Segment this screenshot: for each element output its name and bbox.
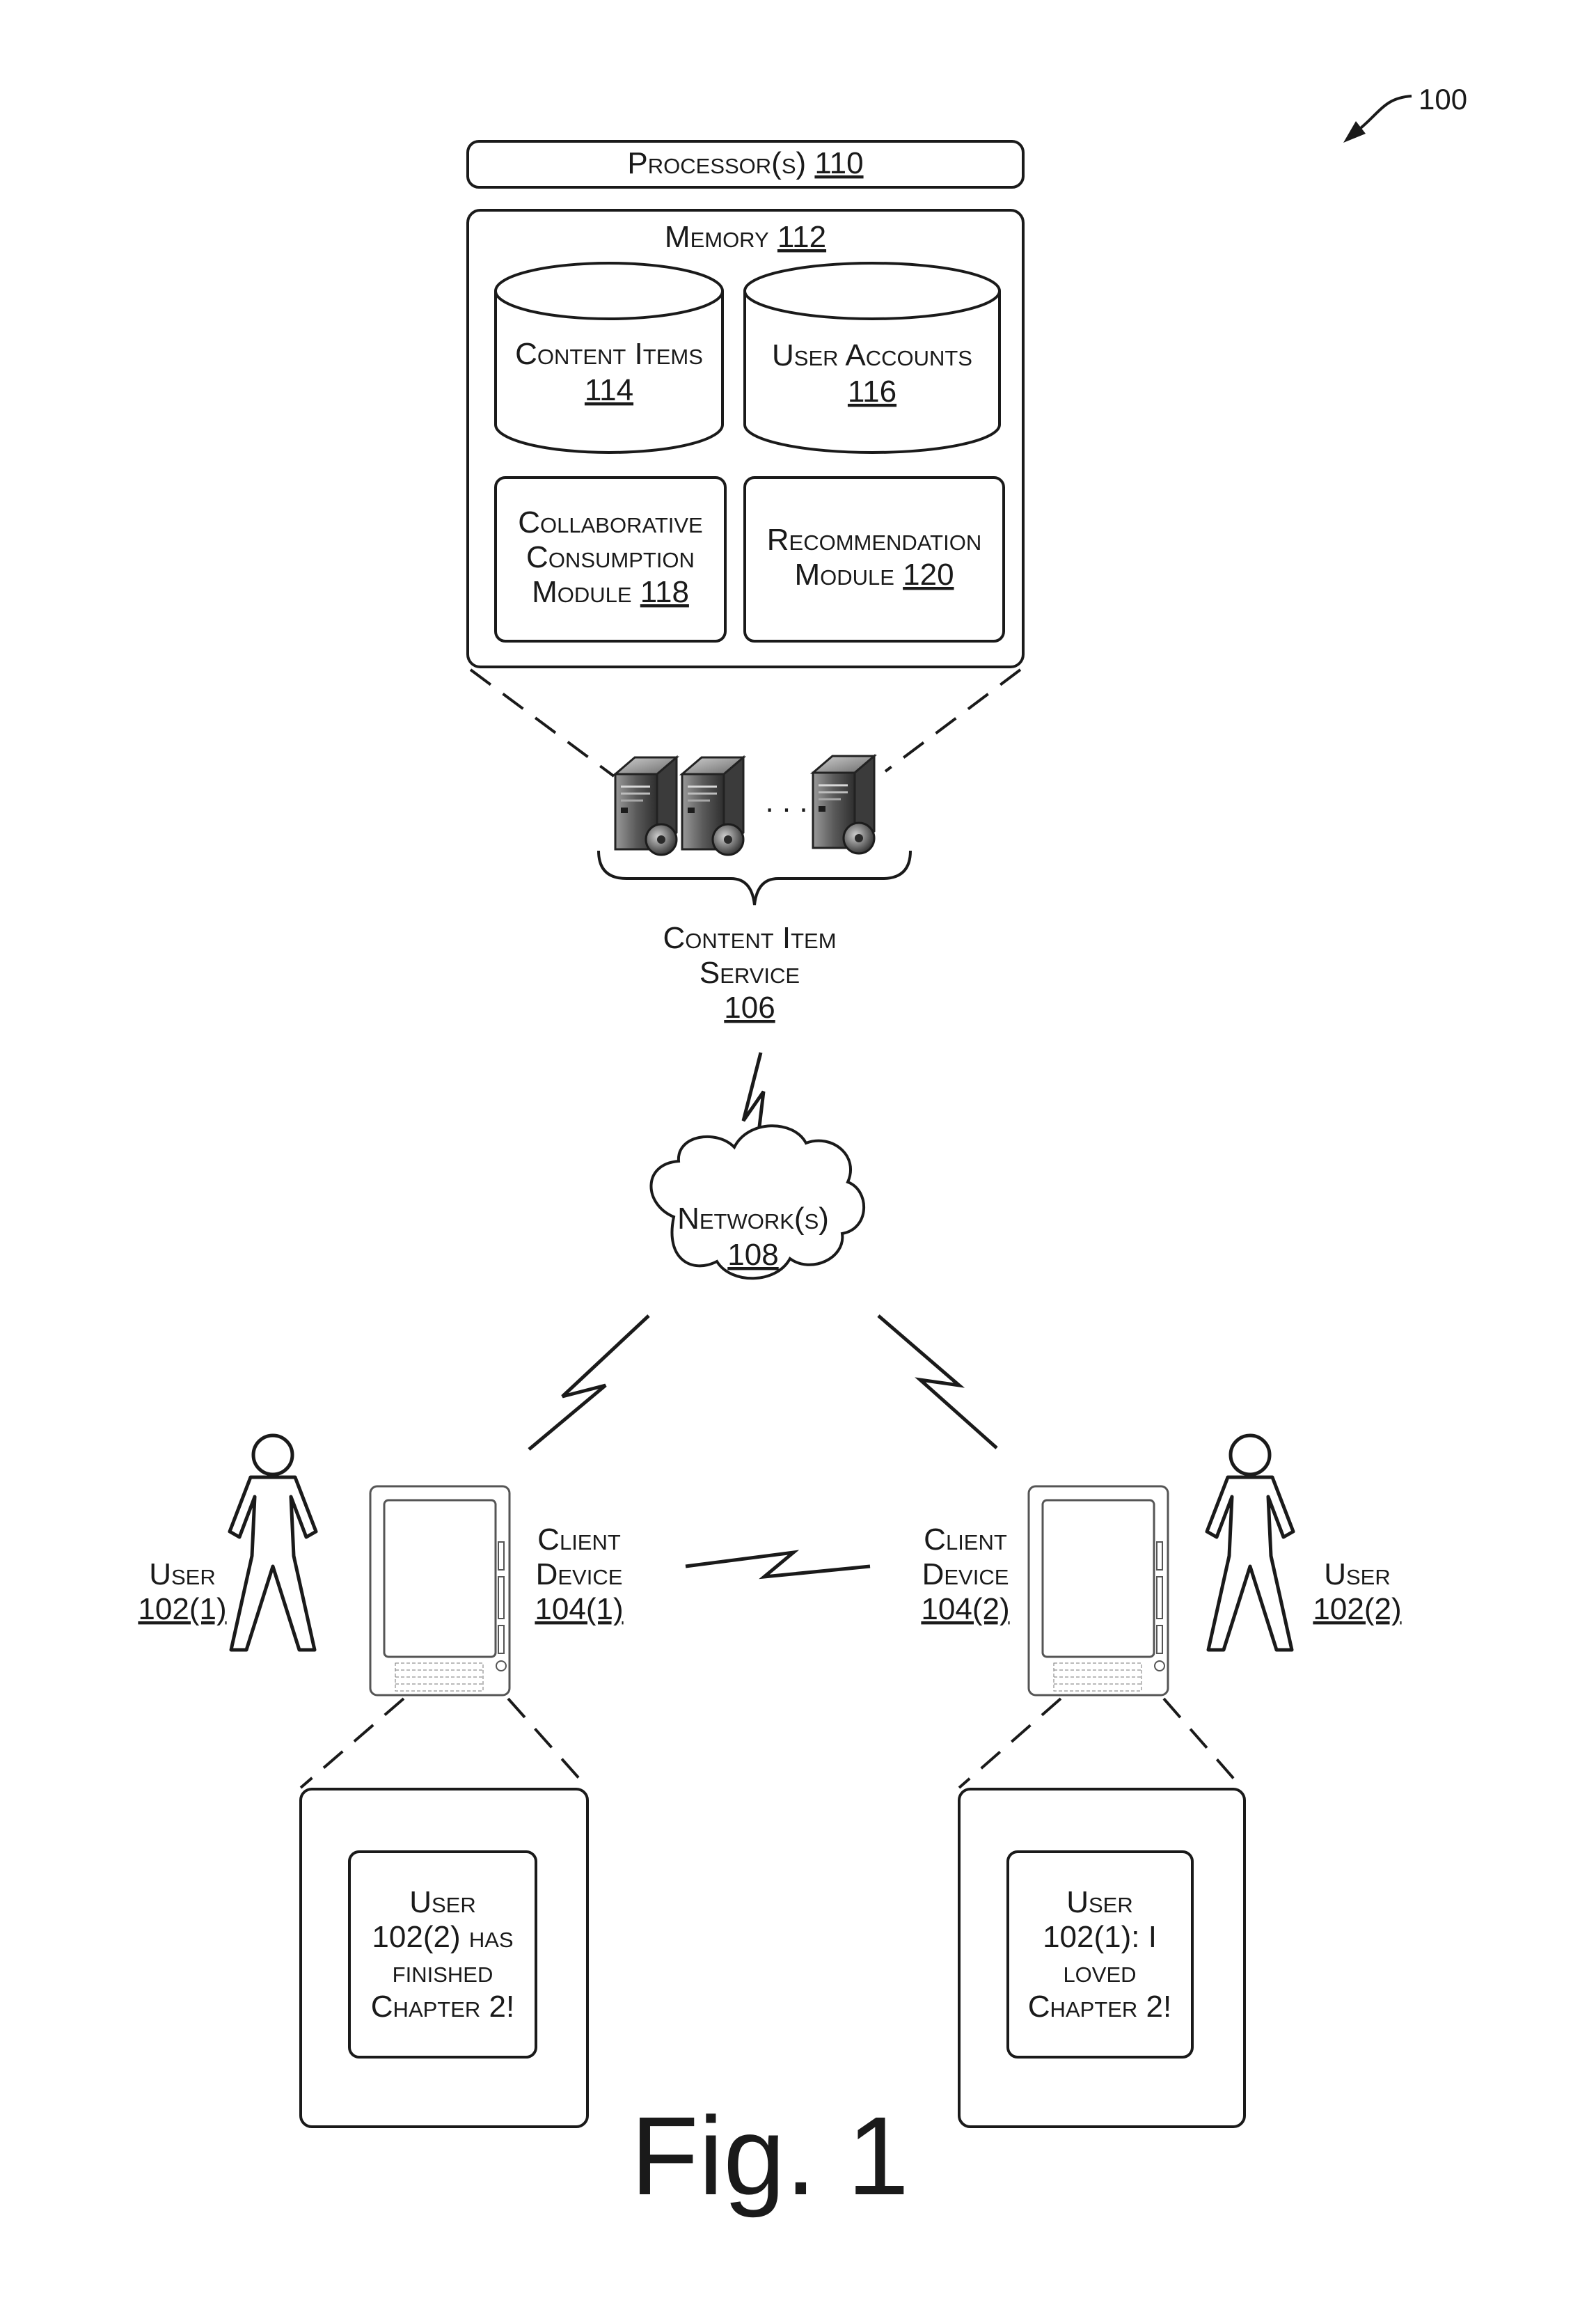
collab-module-line3: Module 118	[532, 575, 689, 609]
memory-ref: 112	[777, 220, 826, 254]
device-right-line1: Client	[924, 1522, 1007, 1557]
ref-arrow	[1343, 96, 1412, 143]
device-right-line2: Device	[922, 1557, 1009, 1591]
user-right-label: User	[1324, 1557, 1391, 1591]
collaborative-consumption-module: Collaborative Consumption Module 118	[496, 478, 725, 641]
user-left-ref: 102(1)	[138, 1592, 226, 1626]
recommendation-module-line2: Module 120	[794, 558, 954, 592]
lightning-bolt-network-left	[529, 1316, 649, 1449]
server-icon-1	[615, 757, 677, 855]
content-item-service-ref: 106	[724, 991, 775, 1025]
figure-label: Fig. 1	[631, 2093, 909, 2218]
projection-line-left	[471, 670, 614, 776]
content-items-ref: 114	[585, 373, 633, 407]
recommendation-module: Recommendation Module 120	[745, 478, 1004, 641]
collab-module-ref: 118	[640, 575, 689, 609]
projection-line-right-device-a	[959, 1699, 1061, 1788]
recommendation-module-ref: 120	[903, 558, 954, 592]
screen-detail-right: User 102(1): I loved Chapter 2!	[959, 1789, 1245, 2127]
network-ref: 108	[727, 1238, 778, 1272]
network-cloud: Network(s) 108	[651, 1126, 864, 1278]
notification-right-line2: 102(1): I	[1043, 1920, 1157, 1954]
lightning-bolt-network-right	[878, 1316, 997, 1448]
device-left-line2: Device	[536, 1557, 623, 1591]
device-right-ref: 104(2)	[921, 1592, 1009, 1626]
notification-right-line4: Chapter 2!	[1028, 1990, 1171, 2024]
user-accounts-ref: 116	[848, 375, 896, 409]
ereader-left-icon	[370, 1486, 509, 1695]
user-figure-right-icon	[1207, 1435, 1293, 1650]
content-items-database: Content Items 114	[496, 263, 722, 452]
projection-line-left-device-a	[301, 1699, 404, 1788]
lightning-bolt-device-to-device	[686, 1552, 870, 1577]
collab-module-line2: Consumption	[526, 540, 695, 574]
ereader-right-icon	[1029, 1486, 1168, 1695]
content-items-label: Content Items	[515, 337, 703, 371]
projection-line-right-device-b	[1164, 1699, 1242, 1788]
device-left-line1: Client	[537, 1522, 621, 1557]
content-item-service-label: Content Item Service 106	[663, 921, 836, 1025]
notification-left-line1: User	[409, 1885, 476, 1919]
projection-line-right	[885, 670, 1020, 771]
content-item-service-line2: Service	[700, 956, 800, 990]
content-item-service-line1: Content Item	[663, 921, 836, 955]
server-ellipsis: . . .	[765, 785, 807, 819]
user-figure-left-icon	[230, 1435, 316, 1650]
notification-left-line3: finished	[393, 1955, 493, 1989]
recommendation-module-line1: Recommendation	[767, 523, 981, 557]
processor-ref: 110	[814, 146, 863, 180]
screen-detail-left: User 102(2) has finished Chapter 2!	[301, 1789, 587, 2127]
notification-left-line4: Chapter 2!	[371, 1990, 514, 2024]
memory-label: Memory 112	[665, 220, 826, 254]
notification-right-line1: User	[1066, 1885, 1133, 1919]
user-left-label: User	[149, 1557, 216, 1591]
notification-left-line2: 102(2) has	[372, 1920, 513, 1954]
server-icon-3	[813, 756, 874, 853]
user-right-ref: 102(2)	[1313, 1592, 1401, 1626]
server-icon-2	[682, 757, 743, 855]
notification-right-line3: loved	[1063, 1955, 1136, 1989]
network-label: Network(s)	[677, 1202, 829, 1236]
server-brace	[599, 851, 910, 905]
ref-number-100: 100	[1419, 83, 1467, 116]
device-left-ref: 104(1)	[535, 1592, 623, 1626]
processor-label: Processor(s) 110	[627, 146, 863, 180]
user-accounts-database: User Accounts 116	[745, 263, 1000, 452]
projection-line-left-device-b	[508, 1699, 587, 1788]
collab-module-line1: Collaborative	[518, 505, 703, 540]
user-accounts-label: User Accounts	[772, 338, 972, 372]
